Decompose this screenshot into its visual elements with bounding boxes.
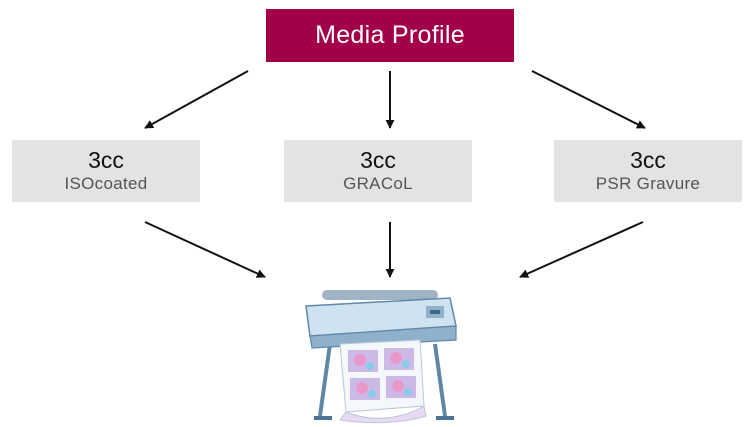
arrow-right-to-printer xyxy=(519,221,644,278)
profile-box-psr-gravure: 3cc PSR Gravure xyxy=(554,140,742,202)
media-profile-box: Media Profile xyxy=(266,9,514,62)
arrow-left-to-printer xyxy=(144,221,266,278)
profile-name: 3cc xyxy=(360,147,396,173)
arrow-top-to-left xyxy=(144,70,249,129)
arrow-top-to-right xyxy=(531,70,646,129)
profile-name: 3cc xyxy=(630,147,666,173)
profile-standard: PSR Gravure xyxy=(595,174,701,193)
profile-name: 3cc xyxy=(88,147,124,173)
media-profile-label: Media Profile xyxy=(315,21,465,49)
profile-standard: GRACoL xyxy=(343,174,413,193)
profile-box-isocoated: 3cc ISOcoated xyxy=(12,140,200,202)
large-format-printer-icon xyxy=(305,290,457,424)
profile-box-gracol: 3cc GRACoL xyxy=(284,140,472,202)
profile-standard: ISOcoated xyxy=(64,174,148,193)
